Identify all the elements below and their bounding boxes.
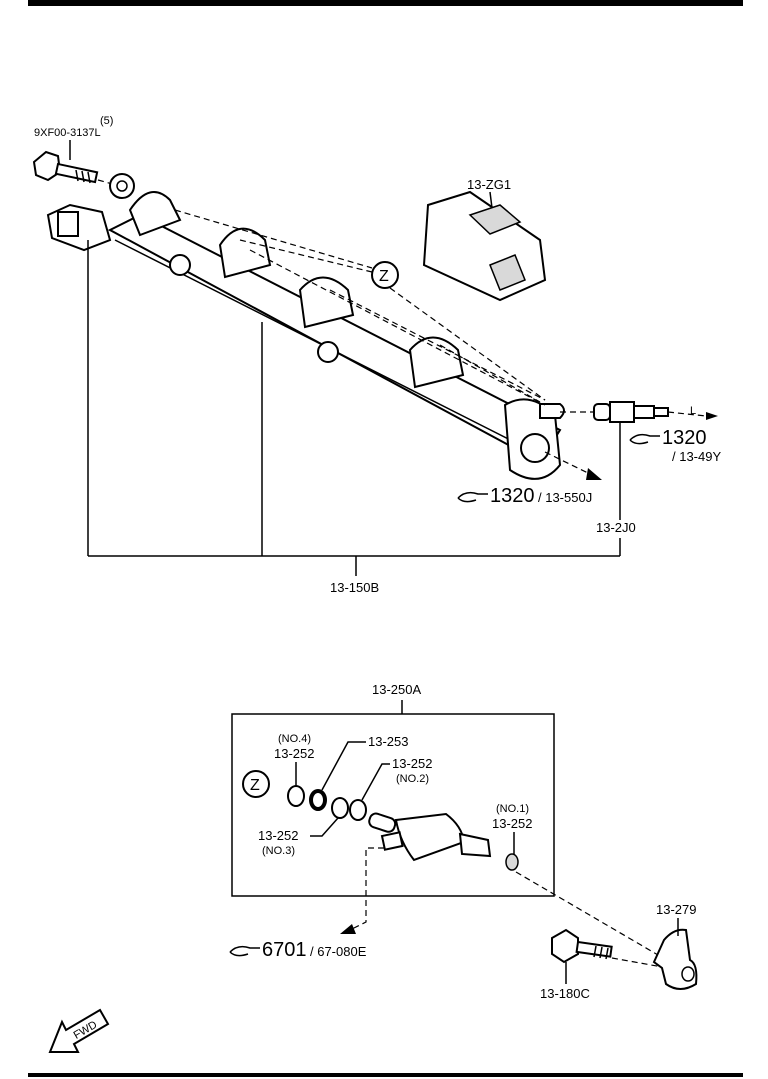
- rail-cover[interactable]: [422, 190, 547, 302]
- rail-bolt[interactable]: [32, 150, 117, 186]
- oring-no3-tag: (NO.3): [262, 845, 295, 857]
- ref-z-top-label: Z: [379, 268, 389, 285]
- fuel-injector[interactable]: [368, 812, 519, 871]
- oring-no2[interactable]: [349, 799, 367, 821]
- ref-1320-b-label: 1320: [490, 485, 535, 507]
- oring-253-label: 13-253: [368, 734, 408, 749]
- fwd-arrow-icon: [48, 1008, 110, 1053]
- bolt-part-label: 9XF00-3137L: [34, 127, 101, 139]
- ref-6701-label: 6701: [262, 939, 307, 961]
- oring-253-leader: [321, 741, 366, 791]
- cover-label: 13-ZG1: [467, 177, 511, 192]
- oring-no4[interactable]: [287, 785, 305, 807]
- z-top-leaders: [174, 209, 546, 406]
- injector-clamp[interactable]: [652, 928, 698, 990]
- ref-1320-a[interactable]: [629, 433, 660, 445]
- fuel-rail[interactable]: [46, 173, 565, 480]
- oring-no3[interactable]: [331, 797, 349, 819]
- rail-bracket: [87, 240, 620, 576]
- flange-arrow-head: [586, 468, 602, 480]
- oring-no3-label: 13-252: [258, 828, 298, 843]
- oring-no2-label: 13-252: [392, 756, 432, 771]
- oring-no2-leader: [361, 763, 390, 801]
- flange-arrow-line: [544, 451, 591, 475]
- cover-leader: [489, 191, 493, 209]
- ref-z-top-circle[interactable]: [371, 261, 399, 289]
- top-border: [28, 0, 743, 6]
- damper-label: 13-2J0: [596, 520, 636, 535]
- ref-67-080e-label: / 67-080E: [310, 944, 367, 959]
- ref-6701[interactable]: [229, 945, 260, 957]
- clamp-label: 13-279: [656, 902, 696, 917]
- bolt-qty-label: (5): [100, 115, 113, 127]
- rail-label: 13-150B: [330, 580, 379, 595]
- damper-arrow-letter: L: [690, 405, 696, 417]
- ref-z-bottom-circle[interactable]: [242, 770, 270, 798]
- oring-253[interactable]: [309, 789, 327, 811]
- injector-kit-box: [231, 713, 555, 897]
- clamp-bolt[interactable]: [551, 928, 613, 964]
- connector-ref-arrow: [340, 924, 356, 934]
- oring-no1-tag: (NO.1): [496, 803, 529, 815]
- oring-no4-label: 13-252: [274, 746, 314, 761]
- pulsation-damper[interactable]: [560, 401, 718, 423]
- oring-no4-tag: (NO.4): [278, 733, 311, 745]
- bottom-border: [28, 1073, 743, 1077]
- ref-1320-a-label: 1320: [662, 427, 707, 449]
- oring-no3-leader: [310, 817, 339, 837]
- ref-1320-b[interactable]: [457, 491, 488, 503]
- ref-z-bottom-label: Z: [250, 777, 260, 794]
- oring-no1-label: 13-252: [492, 816, 532, 831]
- injector-kit-label: 13-250A: [372, 682, 421, 697]
- connector-ref-leader: [349, 847, 384, 931]
- ref-13-550j-label: / 13-550J: [538, 490, 592, 505]
- clamp-bolt-label: 13-180C: [540, 986, 590, 1001]
- oring-no2-tag: (NO.2): [396, 773, 429, 785]
- ref-13-49y-label: / 13-49Y: [672, 449, 721, 464]
